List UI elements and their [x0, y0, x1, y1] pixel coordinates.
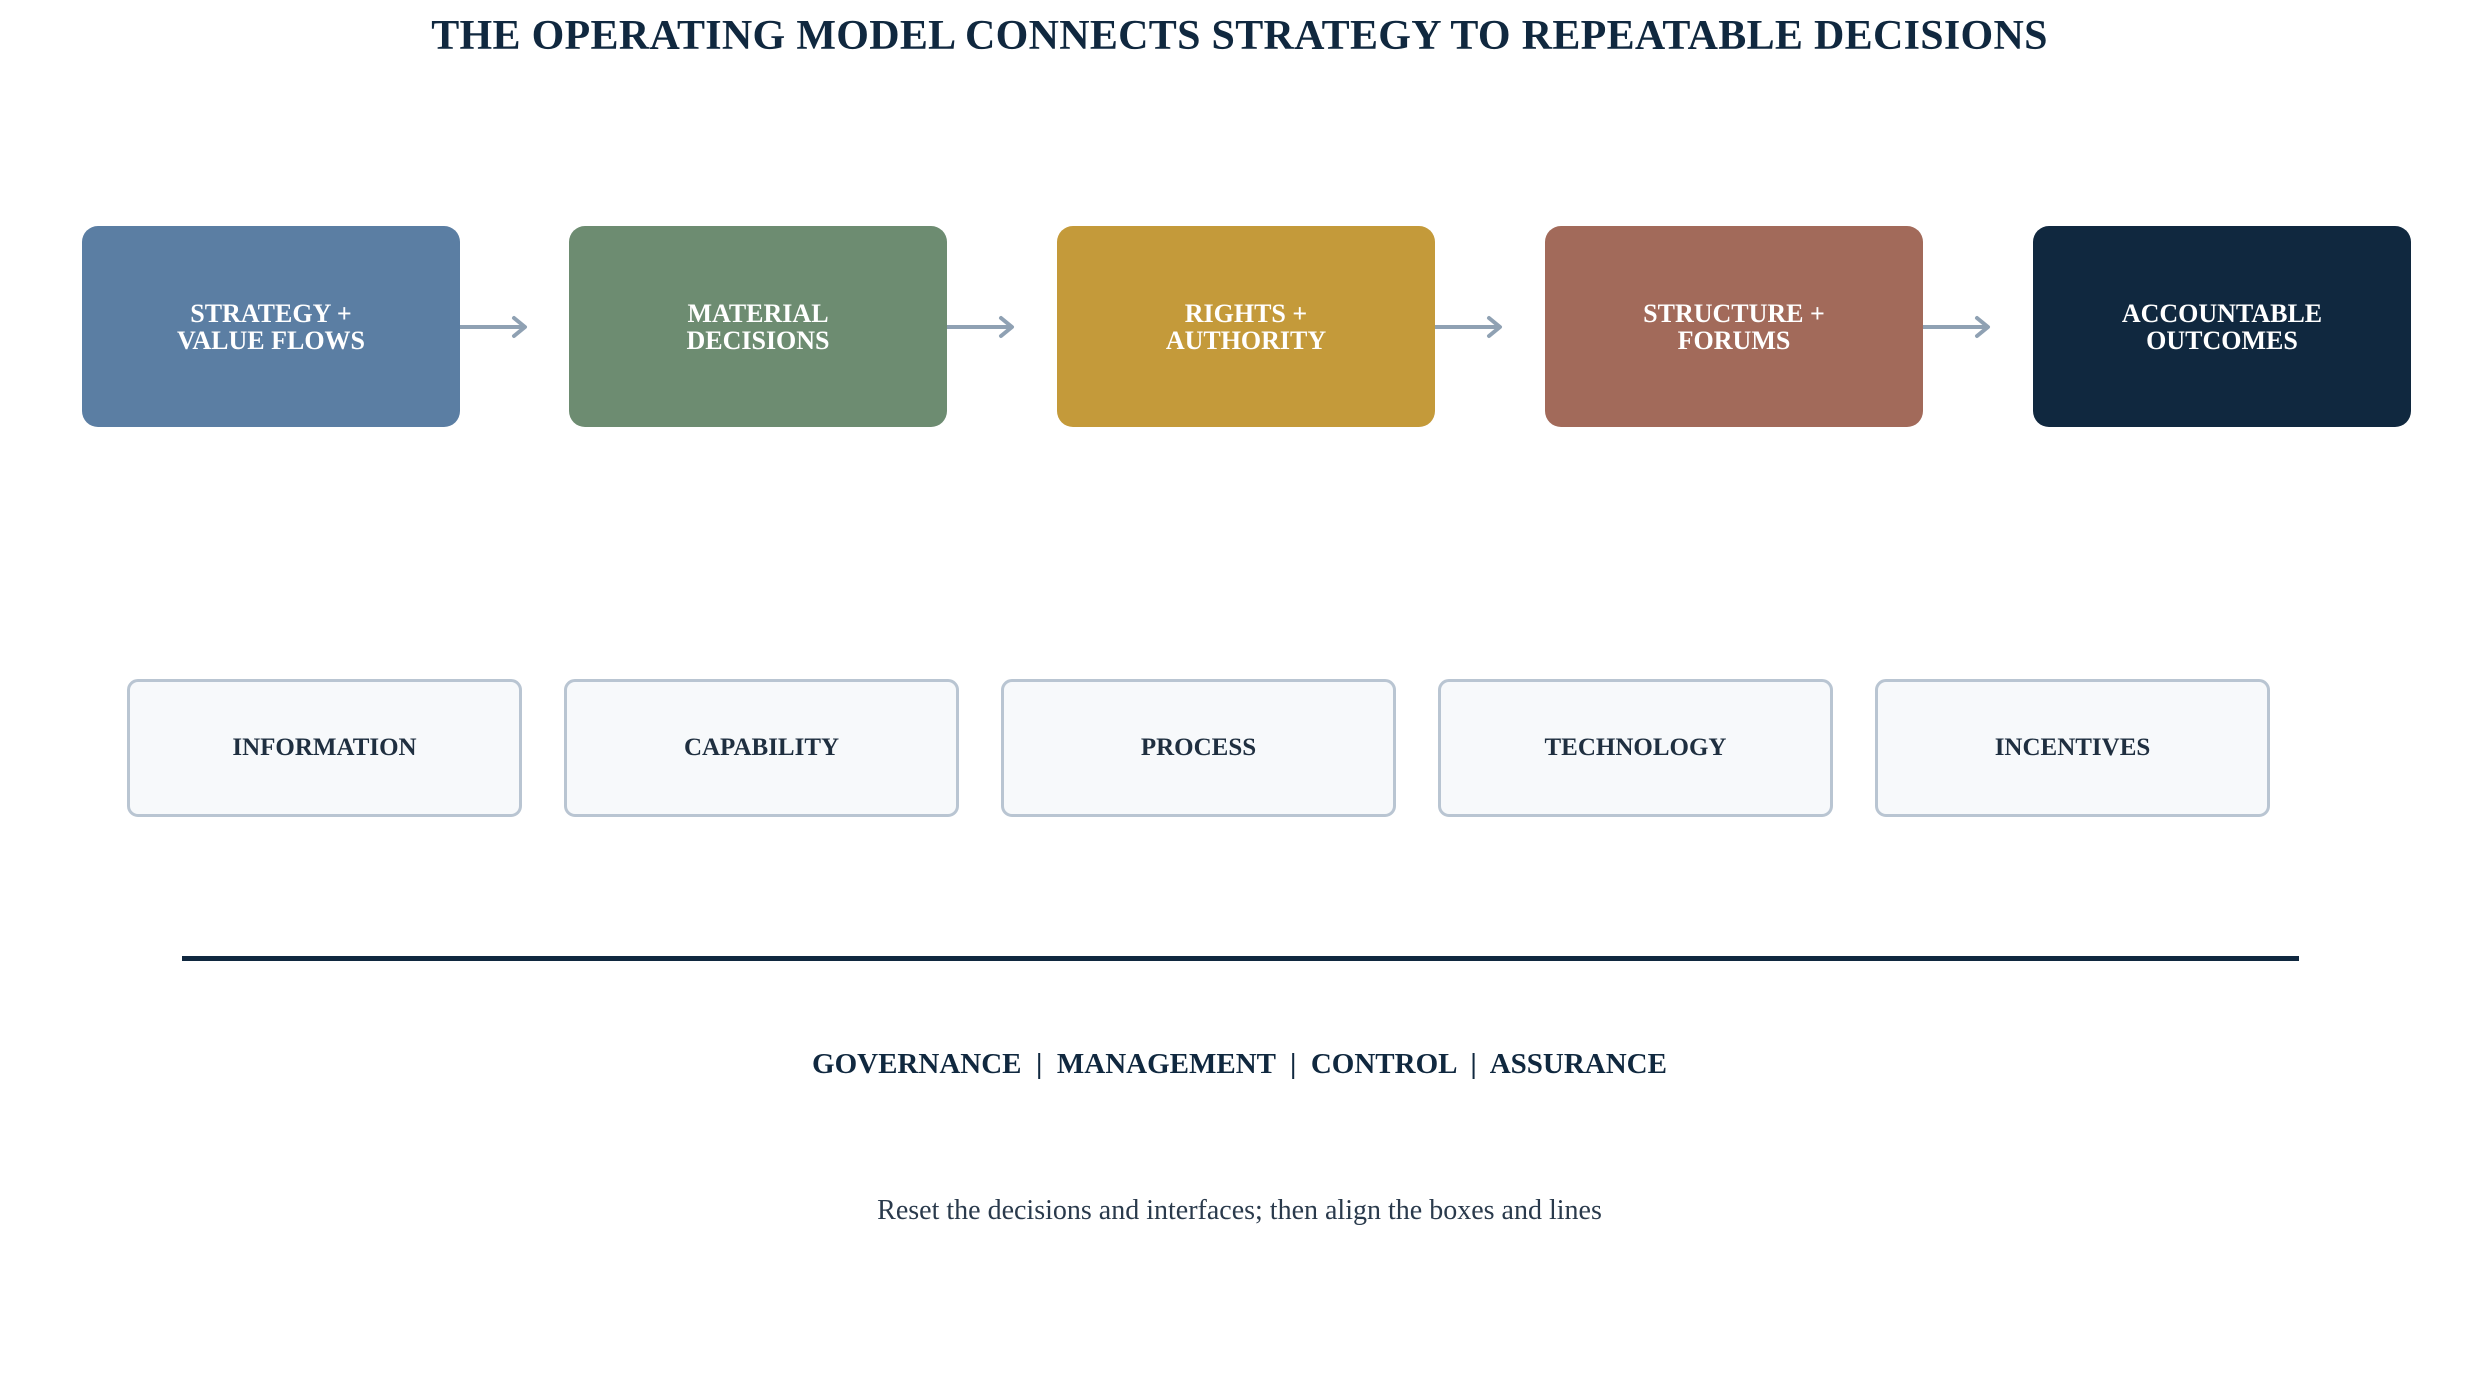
flow-arrow-icon [1923, 316, 1990, 338]
governance-pillars: GOVERNANCE | MANAGEMENT | CONTROL | ASSU… [0, 1048, 2479, 1081]
flow-arrow-icon [460, 316, 527, 338]
enabler-process: PROCESS [1001, 679, 1396, 817]
flow-step-strategy-value-flows: STRATEGY + VALUE FLOWS [82, 226, 460, 427]
enabler-technology: TECHNOLOGY [1438, 679, 1833, 817]
flow-step-rights-authority: RIGHTS + AUTHORITY [1057, 226, 1435, 427]
pillar-assurance: ASSURANCE [1489, 1048, 1667, 1080]
divider-rule [182, 956, 2299, 961]
pillar-separator: | [1036, 1048, 1043, 1080]
pillar-separator: | [1470, 1048, 1477, 1080]
flow-step-structure-forums: STRUCTURE + FORUMS [1545, 226, 1923, 427]
pillar-management: MANAGEMENT [1056, 1048, 1276, 1080]
footnote: Reset the decisions and interfaces; then… [877, 1195, 1602, 1226]
pillar-separator: | [1289, 1048, 1297, 1080]
enabler-incentives: INCENTIVES [1875, 679, 2270, 817]
flow-step-accountable-outcomes: ACCOUNTABLE OUTCOMES [2033, 226, 2411, 427]
flow-arrow-icon [947, 316, 1014, 338]
flow-step-material-decisions: MATERIAL DECISIONS [569, 226, 947, 427]
enabler-information: INFORMATION [127, 679, 522, 817]
page-title: THE OPERATING MODEL CONNECTS STRATEGY TO… [431, 13, 2048, 59]
pillar-control: CONTROL [1310, 1048, 1456, 1080]
pillar-governance: GOVERNANCE [812, 1048, 1022, 1080]
enabler-capability: CAPABILITY [564, 679, 959, 817]
flow-arrow-icon [1435, 316, 1502, 338]
